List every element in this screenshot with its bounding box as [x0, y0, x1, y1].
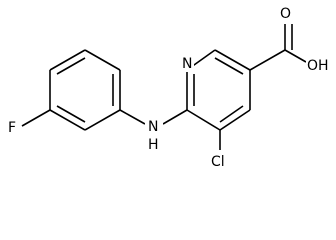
pyridine-nitrogen-atom: N — [182, 56, 192, 72]
bond — [249, 49, 286, 71]
double-bond-inner — [56, 105, 86, 123]
molecule-canvas: F N H N Cl O OH — [8, 6, 329, 170]
double-bond-inner — [56, 57, 86, 75]
hydroxyl-group: OH — [307, 58, 329, 74]
carbonyl-oxygen-atom: O — [280, 6, 291, 22]
bond — [119, 109, 146, 125]
bond — [219, 109, 251, 131]
bond — [49, 49, 86, 71]
bond — [49, 109, 86, 131]
bond — [284, 49, 307, 63]
chlorine-atom: Cl — [211, 154, 225, 170]
bond — [84, 49, 121, 71]
bond — [186, 109, 221, 131]
bond — [21, 109, 51, 127]
bond — [214, 49, 251, 71]
fluorine-atom: F — [8, 120, 16, 136]
bond — [162, 109, 188, 125]
amine-nitrogen-atom: N — [148, 119, 158, 135]
molecule-structure: F N H N Cl O OH — [8, 6, 329, 170]
bond — [84, 109, 121, 131]
double-bond-inner — [214, 57, 244, 75]
amine-hydrogen-atom: H — [148, 137, 159, 153]
double-bond-inner — [219, 105, 244, 123]
pyridine-ring — [186, 49, 251, 131]
fluorophenyl-ring — [49, 49, 121, 131]
